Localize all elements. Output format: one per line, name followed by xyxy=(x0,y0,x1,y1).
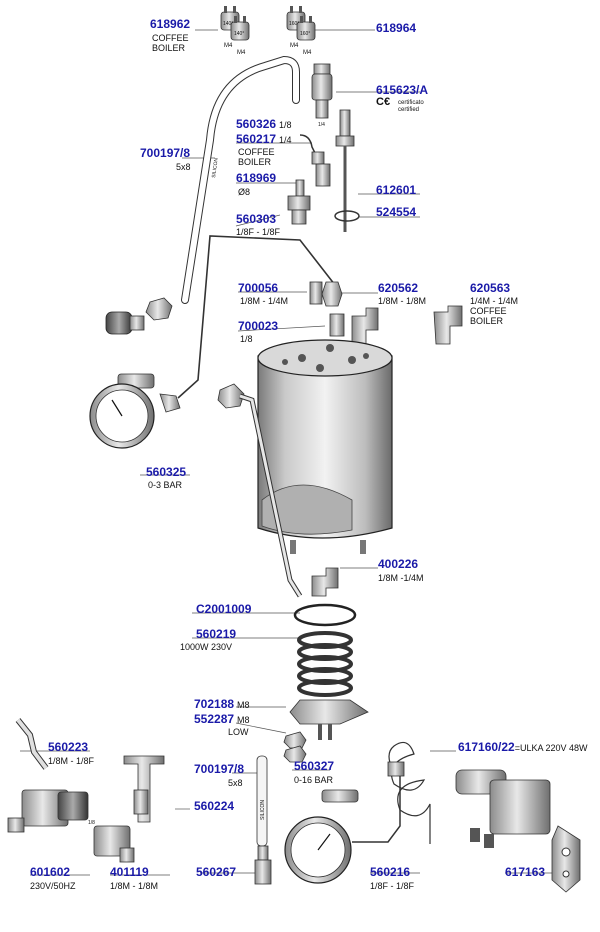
part-desc: 1/8M -1/4M xyxy=(378,573,424,583)
leader-lines xyxy=(20,29,560,876)
part-desc: certificato xyxy=(398,100,424,106)
part-code: 401119 xyxy=(110,865,149,879)
m4-mark: M4 xyxy=(224,43,233,49)
ce-mark-icon: C€ xyxy=(376,96,391,108)
level-probe xyxy=(334,109,360,232)
part-code: 700197/8 xyxy=(140,146,191,160)
part-code: 560224 xyxy=(194,799,235,813)
part-desc: 5x8 xyxy=(228,778,243,788)
fitting-401119: 1/8 xyxy=(88,820,135,863)
pump-617160 xyxy=(455,769,551,848)
part-desc: 1/8F - 1/8F xyxy=(370,881,415,891)
quarter-mark: 1/4 xyxy=(318,122,325,128)
part-desc: 5x8 xyxy=(176,162,191,172)
part-desc: 0-16 BAR xyxy=(294,775,334,785)
coil-hose-560216 xyxy=(387,741,431,844)
temp-140-mark: 140° xyxy=(234,31,244,37)
heating-element-base xyxy=(289,699,369,740)
part-desc: COFFEE xyxy=(238,147,275,157)
m4-mark: M4 xyxy=(237,50,246,56)
pressure-gauge-0-3 xyxy=(89,373,181,449)
part-code: 560267 xyxy=(196,865,237,879)
silicon-mark: SILICON xyxy=(211,157,220,178)
m4-mark: M4 xyxy=(290,43,299,49)
part-desc: 1000W 230V xyxy=(180,642,233,652)
fitting-400226 xyxy=(311,567,339,597)
part-code: 618969 xyxy=(236,171,277,185)
part-desc: 1/8 xyxy=(240,334,253,344)
component-560224 xyxy=(123,755,165,823)
part-code: 615623/A xyxy=(376,83,429,97)
part-code: 617163 xyxy=(505,865,546,879)
part-desc: 1/8M - 1/8M xyxy=(378,296,427,306)
part-desc: COFFEE xyxy=(470,306,507,316)
temp-140-mark: 140° xyxy=(223,21,233,27)
part-desc: 1/4M - 1/4M xyxy=(470,296,519,306)
part-code: 700023 xyxy=(238,319,279,333)
part-code: 400226 xyxy=(378,557,419,571)
fitting-560267 xyxy=(254,845,272,885)
part-code: 560223 xyxy=(48,740,89,754)
part-code: 560325 xyxy=(146,465,187,479)
part-code: C2001009 xyxy=(196,602,252,616)
solenoid-valve xyxy=(7,789,89,833)
pipe-560223 xyxy=(15,718,49,770)
part-code: 700056 xyxy=(238,281,279,295)
part-desc: BOILER xyxy=(238,157,272,167)
eighth-mark: 1/8 xyxy=(88,820,95,826)
pressure-pipe xyxy=(177,235,336,399)
temp-160-mark: 160° xyxy=(300,31,310,37)
heating-element xyxy=(297,631,353,697)
part-code: 617160/22=ULKA 220V 48W xyxy=(458,740,588,754)
part-desc: BOILER xyxy=(152,43,186,53)
part-desc: certified xyxy=(398,107,420,113)
part-desc: 1/8M - 1/8F xyxy=(48,756,95,766)
part-desc: BOILER xyxy=(470,316,504,326)
bracket-617163 xyxy=(551,825,581,893)
part-desc: LOW xyxy=(228,727,249,737)
part-desc: 1/8F - 1/8F xyxy=(236,227,281,237)
part-code: 620563 xyxy=(470,281,511,295)
nuts-702188 xyxy=(283,731,307,763)
side-pipe xyxy=(217,383,303,598)
part-desc: 1/8M - 1/8M xyxy=(110,881,159,891)
part-desc: 0-3 BAR xyxy=(148,480,183,490)
pressure-gauge-0-16 xyxy=(284,771,401,884)
part-desc: 1/8M - 1/4M xyxy=(240,296,289,306)
silicone-hose-lower: SILICON xyxy=(256,755,268,847)
part-desc: Ø8 xyxy=(238,187,251,197)
part-code: 700197/8 xyxy=(194,762,245,776)
part-code: 620562 xyxy=(378,281,419,295)
part-code: 618964 xyxy=(376,21,417,35)
temp-160-mark: 160° xyxy=(289,21,299,27)
thermostat-618964: M4 M4 160° 160° xyxy=(286,6,316,56)
small-fittings xyxy=(287,134,331,225)
part-code: 560327 xyxy=(294,759,335,773)
silicon-mark: SILICON xyxy=(260,800,266,820)
part-code: 601602 xyxy=(30,865,71,879)
knob-and-nut xyxy=(105,297,173,335)
silicone-hose-upper: SILICON xyxy=(181,55,300,304)
safety-valve: 1/4 xyxy=(311,63,333,128)
part-code: 618962 xyxy=(150,17,191,31)
part-code: 560303 xyxy=(236,212,277,226)
gasket-ring xyxy=(293,603,357,627)
part-code: 560216 xyxy=(370,865,411,879)
fittings-mid xyxy=(309,281,463,345)
part-desc: COFFEE xyxy=(152,33,189,43)
thermostat-618962: M4 M4 140° 140° xyxy=(220,6,250,56)
part-code: 612601 xyxy=(376,183,417,197)
part-code: 560219 xyxy=(196,627,237,641)
part-code: 524554 xyxy=(376,205,417,219)
part-desc: 230V/50HZ xyxy=(30,881,76,891)
boiler xyxy=(257,339,393,554)
m4-mark: M4 xyxy=(303,50,312,56)
